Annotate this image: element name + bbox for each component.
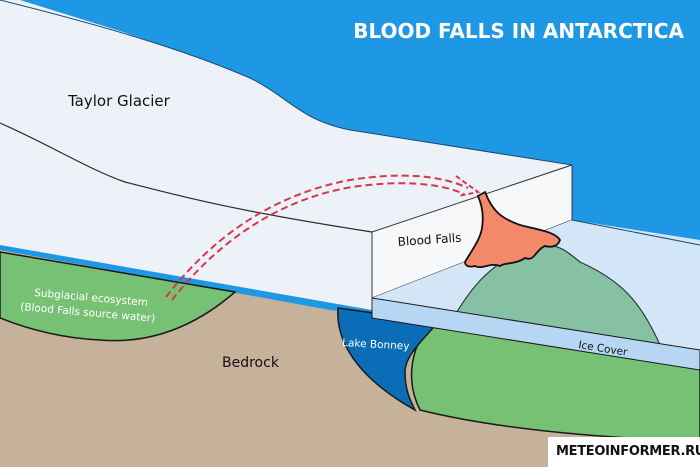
blood-falls-plume: [464, 190, 561, 269]
watermark-text: METEOINFORMER.RU: [556, 444, 700, 459]
ice-shelf-edge: [571, 219, 700, 246]
glacier-edge-line: [0, 0, 573, 166]
flow-arrow-line-outer: [165, 174, 469, 298]
glacier-surface: [0, 0, 572, 310]
label-lake-bonney: Lake Bonney: [342, 337, 410, 353]
ice-cover: [371, 297, 700, 371]
flow-arrow-head: [455, 175, 481, 197]
flow-arrow-line-inner: [171, 182, 465, 301]
label-taylor-glacier: Taylor Glacier: [67, 92, 171, 110]
lake-bonney: [337, 307, 440, 412]
flow-arrow: [165, 174, 469, 301]
glacier-ridge-line: [0, 122, 373, 233]
label-blood-falls: Blood Falls: [397, 231, 462, 249]
watermark: METEOINFORMER.RU: [548, 437, 700, 467]
title: BLOOD FALLS IN ANTARCTICA: [353, 19, 684, 43]
label-bedrock: Bedrock: [222, 355, 280, 371]
subglacial-ecosystem: [0, 251, 237, 342]
